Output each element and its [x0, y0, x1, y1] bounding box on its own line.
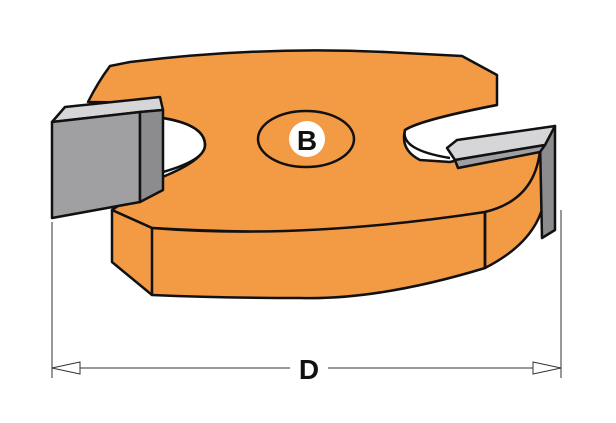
diameter-label: D — [299, 354, 319, 385]
bore-label-circle — [289, 121, 325, 157]
right-knife — [445, 124, 557, 240]
arrow-right-icon — [532, 361, 562, 375]
left-knife — [50, 95, 165, 220]
bore-label: B — [297, 125, 317, 156]
cutter-body-front — [110, 208, 487, 300]
arrow-left-icon — [51, 361, 81, 375]
diameter-dimension — [51, 210, 562, 378]
